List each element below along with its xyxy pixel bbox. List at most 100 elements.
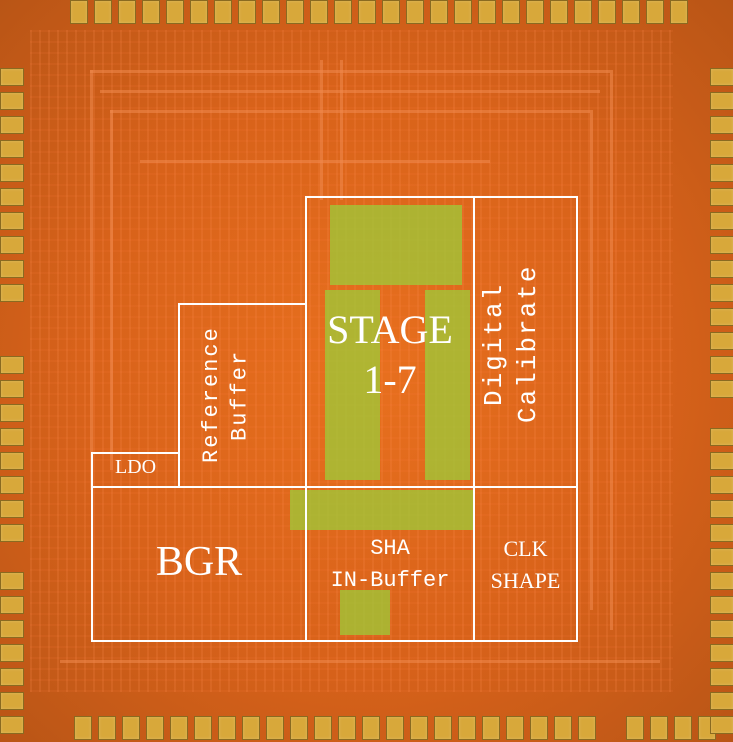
bond-pad [530, 716, 548, 740]
bond-pad [458, 716, 476, 740]
bond-pad [674, 716, 692, 740]
bond-pad [434, 716, 452, 740]
bond-pad [710, 236, 733, 254]
active-region [425, 290, 470, 480]
trace [140, 160, 490, 163]
bond-pad [0, 212, 24, 230]
bond-pad [626, 716, 644, 740]
clk-shape-label: CLK SHAPE [490, 536, 561, 593]
bond-pad [710, 500, 733, 518]
bond-pad [0, 596, 24, 614]
bond-pad [710, 284, 733, 302]
bond-pad [578, 716, 596, 740]
bond-pad [0, 452, 24, 470]
bond-pad [710, 452, 733, 470]
bond-pad [310, 0, 328, 24]
bond-pad [710, 476, 733, 494]
trace [610, 70, 613, 630]
trace [90, 70, 93, 490]
bond-pad [710, 716, 733, 734]
bond-pad [0, 500, 24, 518]
bond-pad [710, 620, 733, 638]
bond-pad [362, 716, 380, 740]
bond-pad [710, 116, 733, 134]
bond-pad [0, 380, 24, 398]
bond-pad [382, 0, 400, 24]
left-bond-pads [0, 68, 24, 734]
bond-pad [710, 308, 733, 326]
trace [590, 110, 593, 610]
bond-pad [170, 716, 188, 740]
active-region [325, 290, 380, 480]
trace [100, 90, 600, 93]
bond-pad [146, 716, 164, 740]
sha-in-buffer-label: SHA IN-Buffer [330, 536, 450, 593]
bond-pad [0, 572, 24, 590]
bond-pad [650, 716, 668, 740]
bottom-bond-pads [74, 716, 716, 740]
bond-pad [166, 0, 184, 24]
bond-pad [574, 0, 592, 24]
bond-pad [0, 404, 24, 422]
bond-pad [358, 0, 376, 24]
bond-pad [710, 92, 733, 110]
bond-pad [710, 140, 733, 158]
bond-pad [290, 716, 308, 740]
bond-pad [550, 0, 568, 24]
ldo-label: LDO [114, 456, 157, 478]
bond-pad [0, 260, 24, 278]
digital-calibrate-label: Digital Calibrate [479, 264, 543, 424]
bond-pad [98, 716, 116, 740]
trace [110, 110, 113, 470]
bond-pad [710, 668, 733, 686]
bond-pad [710, 548, 733, 566]
bond-pad [122, 716, 140, 740]
bond-pad [142, 0, 160, 24]
trace [320, 60, 323, 200]
bond-pad [710, 332, 733, 350]
bond-pad [430, 0, 448, 24]
bond-pad [242, 716, 260, 740]
bond-pad [74, 716, 92, 740]
bond-pad [710, 524, 733, 542]
bond-pad [670, 0, 688, 24]
bond-pad [70, 0, 88, 24]
stage-label: STAGE 1-7 [327, 307, 453, 402]
bond-pad [214, 0, 232, 24]
bond-pad [0, 668, 24, 686]
bond-pad [710, 644, 733, 662]
trace [60, 660, 660, 663]
bond-pad [710, 188, 733, 206]
bond-pad [190, 0, 208, 24]
bgr-label: BGR [155, 539, 243, 585]
bond-pad [710, 692, 733, 710]
trace [110, 110, 590, 113]
bond-pad [710, 356, 733, 374]
bond-pad [0, 164, 24, 182]
bond-pad [0, 68, 24, 86]
bond-pad [410, 716, 428, 740]
bond-pad [194, 716, 212, 740]
active-region [340, 590, 390, 635]
bond-pad [710, 428, 733, 446]
bond-pad [338, 716, 356, 740]
bond-pad [0, 716, 24, 734]
bond-pad [526, 0, 544, 24]
bond-pad [506, 716, 524, 740]
bond-pad [0, 188, 24, 206]
bond-pad [386, 716, 404, 740]
bond-pad [478, 0, 496, 24]
bond-pad [710, 212, 733, 230]
bond-pad [0, 428, 24, 446]
bond-pad [218, 716, 236, 740]
bond-pad [646, 0, 664, 24]
top-bond-pads [70, 0, 688, 24]
bond-pad [710, 68, 733, 86]
bond-pad [0, 620, 24, 638]
trace [90, 70, 610, 73]
bond-pad [0, 692, 24, 710]
bond-pad [710, 596, 733, 614]
bond-pad [622, 0, 640, 24]
bond-pad [0, 236, 24, 254]
